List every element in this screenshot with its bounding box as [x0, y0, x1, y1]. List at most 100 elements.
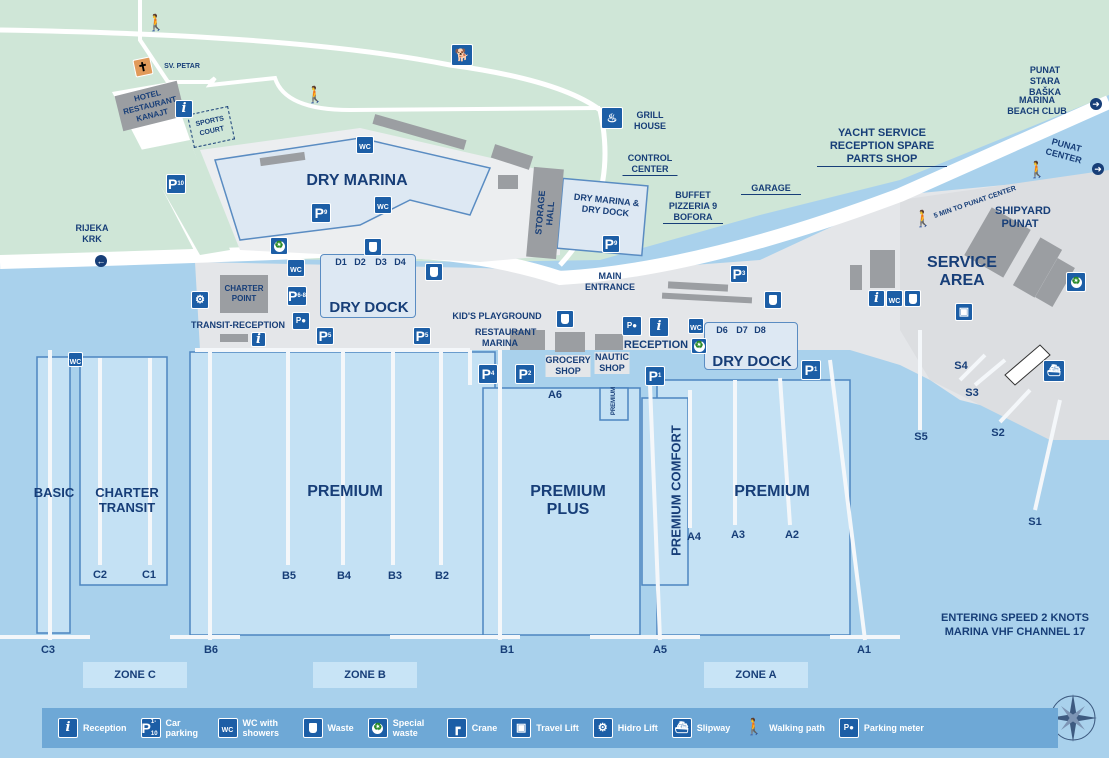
garage-label: GARAGE	[741, 183, 801, 195]
legend-item-reception: Reception	[58, 718, 127, 738]
dry-dock-berth: D6	[716, 325, 728, 335]
punat-stara-baska-label: PUNAT STARA BAŠKA	[1028, 65, 1061, 97]
zone-premium-small-area	[599, 387, 629, 421]
dry-dock-east	[704, 322, 798, 370]
vhf-channel-notice: MARINA VHF CHANNEL 17	[944, 626, 1086, 638]
zone-b-tag: ZONE B	[313, 662, 417, 688]
grill-house-label: GRILL HOUSE	[633, 110, 666, 131]
reception-icon	[175, 100, 193, 118]
dry-marina-label: DRY MARINA	[306, 172, 408, 189]
zone-charter-area	[79, 356, 168, 586]
wc-showers-icon	[356, 136, 374, 154]
walking-path-icon: 🚶	[913, 211, 933, 228]
transit-reception-label: TRANSIT-RECEPTION	[190, 320, 286, 330]
pier-label: S1	[1028, 516, 1042, 528]
parking-range: 1-10	[150, 719, 158, 737]
parking-number: 10	[177, 181, 185, 187]
parking-number: 6-8	[297, 293, 307, 299]
parking-number: 9	[614, 241, 618, 247]
dry-marina-dock-area	[556, 177, 649, 257]
parking-number: 4	[491, 371, 495, 377]
legend-label: Hidro Lift	[617, 723, 658, 733]
pier-label: S3	[965, 387, 979, 399]
dry-dock-berth: D1	[335, 257, 347, 267]
hidro-lift-icon	[592, 718, 613, 738]
wc-showers-icon	[886, 290, 903, 307]
section-premium-b: PREMIUM	[307, 483, 383, 500]
dry-dock-berth: D3	[375, 257, 387, 267]
grocery-shop-label: GROCERY SHOP	[545, 355, 591, 377]
dry-dock-berth: D7	[736, 325, 748, 335]
main-entrance-label: MAIN ENTRANCE	[585, 271, 636, 292]
legend-label: Parking meter	[863, 723, 924, 733]
parking-icon: 5	[413, 327, 431, 345]
pier-label: A4	[686, 531, 702, 543]
walking-path-icon: 🚶	[1027, 162, 1047, 179]
zone-a-tag: ZONE A	[704, 662, 808, 688]
path-svpetar	[138, 0, 601, 113]
waste-icon	[364, 238, 382, 256]
walking-path-icon: 🚶	[146, 15, 166, 32]
reception-icon	[649, 317, 669, 337]
pier-label: A1	[856, 644, 872, 656]
legend-item-parking-meter: Parking meter	[838, 718, 924, 738]
pier-label: C2	[92, 569, 108, 581]
special-waste-icon	[1066, 272, 1086, 292]
arrow-right-icon: ➜	[1090, 98, 1102, 110]
reception-icon	[58, 718, 78, 738]
zone-premium-comfort-area	[641, 397, 689, 586]
dog-icon: 🐕	[451, 44, 473, 66]
church-icon: ✝	[132, 56, 154, 78]
zone-basic-area	[36, 356, 71, 634]
parking-number: 5	[328, 333, 332, 339]
travel-lift-icon	[511, 718, 532, 738]
pier-label: C1	[141, 569, 157, 581]
waste-icon	[302, 718, 323, 738]
parking-icon: 2	[515, 364, 535, 384]
slipway-icon	[671, 718, 692, 738]
dry-dock-east-label: DRY DOCK	[712, 353, 792, 370]
pier-label: A2	[784, 529, 800, 541]
legend-item-hidro-lift: Hidro Lift	[592, 718, 658, 738]
restaurant-marina-label: RESTAURANT MARINA	[475, 327, 537, 348]
legend-label: Slipway	[696, 723, 731, 733]
nautic-building	[595, 334, 623, 350]
parking-icon: 1	[645, 366, 665, 386]
sv-petar-label: SV. PETAR	[164, 63, 200, 70]
travel-lift-icon	[955, 303, 973, 321]
crane-icon	[446, 718, 467, 738]
piers	[0, 330, 1062, 641]
compass-rose	[1049, 694, 1097, 742]
parking-icon: 3	[730, 265, 748, 283]
legend-label: Crane	[471, 723, 498, 733]
building	[510, 330, 545, 350]
legend-label: Walking path	[769, 723, 825, 733]
marina-beach-club-label: MARINA BEACH CLUB	[1007, 95, 1067, 116]
pier-label: B6	[203, 644, 219, 656]
hidro-lift-icon	[191, 291, 209, 309]
building	[850, 265, 862, 290]
legend-item-slipway: Slipway	[671, 718, 731, 738]
charter-point-building: CHARTER POINT	[220, 275, 268, 313]
car-parking-icon: 1-10	[140, 718, 161, 738]
yacht-service-building	[870, 250, 895, 288]
parking-icon: 4	[478, 364, 498, 384]
parking-meter-icon	[838, 718, 859, 738]
parking-10-area	[140, 140, 230, 255]
pier-label: B2	[434, 570, 450, 582]
pier-label: B3	[387, 570, 403, 582]
section-premium-a: PREMIUM	[734, 483, 810, 500]
sports-court-label: SPORTS COURT	[195, 115, 225, 138]
buffet-pizzeria-label: BUFFET PIZZERIA 9 BOFORA	[663, 190, 723, 224]
section-basic: BASIC	[33, 485, 75, 500]
building	[498, 175, 518, 189]
zone-premium-plus-area	[482, 387, 641, 636]
parking-number: 9	[324, 210, 328, 216]
pier-label: S2	[991, 427, 1005, 439]
legend-label: Waste	[327, 723, 354, 733]
special-waste-icon	[270, 237, 288, 255]
zone-c-tag: ZONE C	[83, 662, 187, 688]
waste-icon	[904, 290, 921, 307]
